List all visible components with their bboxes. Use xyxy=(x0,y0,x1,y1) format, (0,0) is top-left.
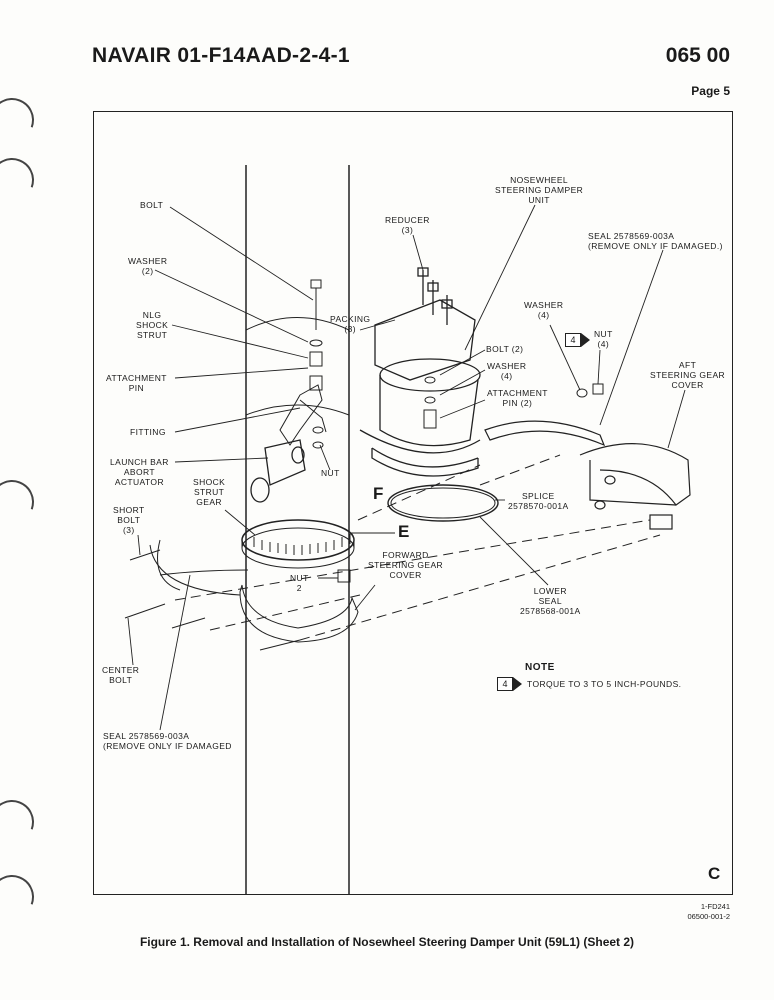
note-text: TORQUE TO 3 TO 5 INCH-POUNDS. xyxy=(527,679,682,689)
label-washer-2: WASHER (2) xyxy=(128,256,168,276)
label-attachment-pin: ATTACHMENT PIN xyxy=(106,373,167,393)
note-flag: 4 xyxy=(497,677,522,691)
label-lower-seal: LOWER SEAL 2578568-001A xyxy=(520,586,581,616)
label-reducer: REDUCER (3) xyxy=(385,215,430,235)
figure-caption: Figure 1. Removal and Installation of No… xyxy=(139,935,635,949)
flag-arrow-icon xyxy=(513,677,522,691)
label-launch-bar-actuator: LAUNCH BAR ABORT ACTUATOR xyxy=(110,457,169,487)
detail-letter-e: E xyxy=(398,522,410,541)
label-bolt: BOLT xyxy=(140,200,164,210)
label-shock-strut-gear: SHOCK STRUT GEAR xyxy=(193,477,226,507)
aft-cover-shape xyxy=(484,420,691,530)
label-nut-4: NUT (4) xyxy=(594,329,613,349)
bolt-stack xyxy=(309,279,323,391)
label-short-bolt: SHORT BOLT (3) xyxy=(113,505,145,535)
label-nut: NUT xyxy=(321,468,340,478)
label-nut-2: NUT 2 xyxy=(290,573,309,593)
label-damper-unit: NOSEWHEEL STEERING DAMPER UNIT xyxy=(495,175,584,205)
note-flag-number: 4 xyxy=(497,677,513,691)
lower-seal-ring xyxy=(387,484,499,522)
label-seal-bottom: SEAL 2578569-003A (REMOVE ONLY IF DAMAGE… xyxy=(103,731,232,751)
assembly-lines xyxy=(174,454,661,641)
label-attachment-pin-2: ATTACHMENT PIN (2) xyxy=(487,388,548,408)
label-nlg-shock-strut: NLG SHOCK STRUT xyxy=(136,310,169,340)
document-number: NAVAIR 01-F14AAD-2-4-1 xyxy=(92,44,350,67)
label-splice: SPLICE 2578570-001A xyxy=(508,491,569,511)
label-seal-top: SEAL 2578569-003A (REMOVE ONLY IF DAMAGE… xyxy=(588,231,723,251)
detail-letter-f: F xyxy=(373,484,384,503)
right-hardware xyxy=(423,376,604,429)
illustration-frame xyxy=(93,111,733,895)
note-flag-number: 4 xyxy=(565,333,581,347)
label-washer-4b: WASHER (4) xyxy=(487,361,527,381)
strut-outline xyxy=(245,165,350,895)
sheet-letter-c: C xyxy=(708,864,721,883)
label-center-bolt: CENTER BOLT xyxy=(102,665,140,685)
nut-parts xyxy=(312,426,351,583)
bolts-left xyxy=(124,549,301,651)
leader-lines xyxy=(127,204,686,731)
damper-unit-body xyxy=(359,267,481,477)
note-flag-nut: 4 xyxy=(565,333,590,347)
fitting-arm xyxy=(279,384,327,446)
label-washer-4a: WASHER (4) xyxy=(524,300,564,320)
label-packing: PACKING (3) xyxy=(330,314,371,334)
label-aft-cover: AFT STEERING GEAR COVER xyxy=(650,360,726,390)
flag-arrow-icon xyxy=(581,333,590,347)
label-forward-cover: FORWARD STEERING GEAR COVER xyxy=(368,550,444,580)
figure-id: 1-FD241 06500-001-2 xyxy=(687,902,730,921)
label-bolt-2: BOLT (2) xyxy=(486,344,524,354)
page-number: Page 5 xyxy=(691,84,730,98)
label-fitting: FITTING xyxy=(130,427,166,437)
forward-cover-shape xyxy=(149,539,359,643)
launch-bar-actuator xyxy=(250,439,306,503)
section-number: 065 00 xyxy=(665,44,730,67)
note-title: NOTE xyxy=(525,662,555,673)
shock-strut-gear xyxy=(241,519,355,569)
